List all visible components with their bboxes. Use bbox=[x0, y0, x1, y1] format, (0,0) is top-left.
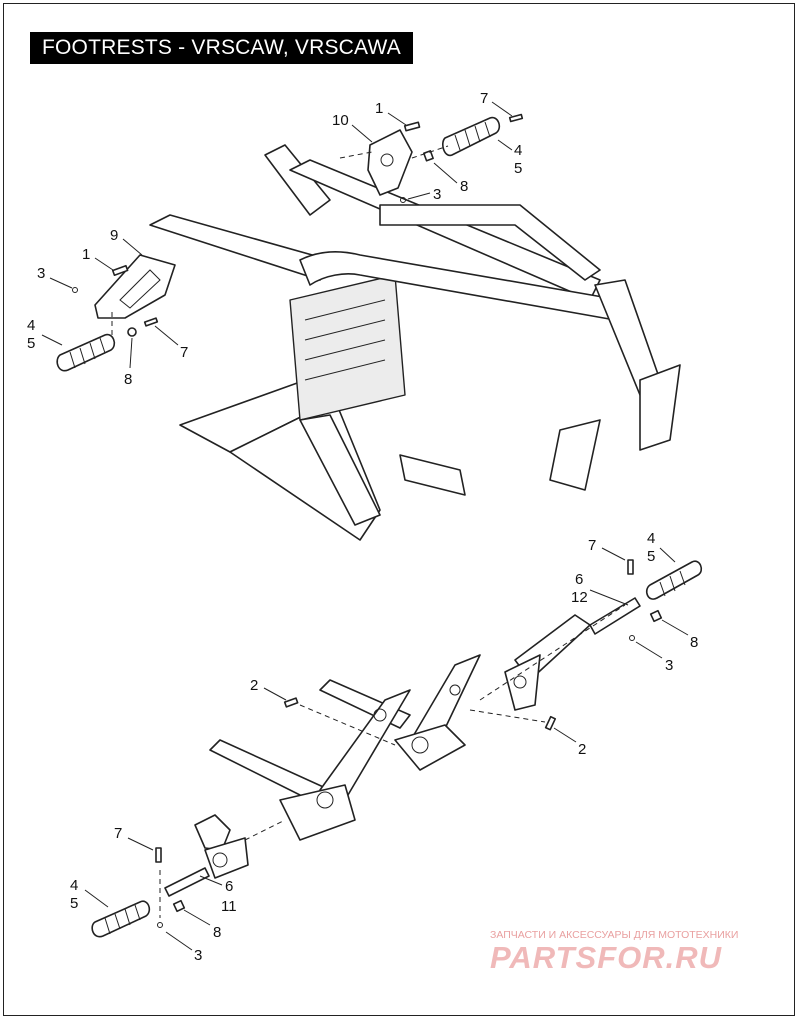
bracket-10 bbox=[367, 129, 413, 196]
leader-lines bbox=[41, 101, 689, 951]
clip-3 bbox=[629, 635, 635, 641]
clip-3 bbox=[72, 287, 78, 293]
bracket-9 bbox=[94, 254, 176, 319]
pin-7 bbox=[508, 113, 524, 123]
rear-left-footrest-group bbox=[56, 254, 176, 372]
screw-2 bbox=[544, 715, 557, 731]
callout-4: 4 bbox=[514, 142, 522, 159]
screw-1 bbox=[403, 121, 421, 132]
callout-8: 8 bbox=[460, 178, 468, 195]
shaft-6 bbox=[589, 597, 641, 635]
callout-5: 5 bbox=[27, 335, 35, 352]
pin-7 bbox=[143, 317, 159, 327]
callout-4: 4 bbox=[27, 317, 35, 334]
callout-6: 6 bbox=[225, 878, 233, 895]
callout-7: 7 bbox=[480, 90, 488, 107]
callout-10: 10 bbox=[332, 112, 349, 129]
shift-lever bbox=[194, 814, 231, 851]
footpeg-4 bbox=[442, 116, 501, 157]
callout-3: 3 bbox=[37, 265, 45, 282]
footpeg-4 bbox=[91, 900, 151, 938]
callout-5: 5 bbox=[70, 895, 78, 912]
washer-8 bbox=[423, 150, 434, 162]
callout-3: 3 bbox=[665, 657, 673, 674]
callout-8: 8 bbox=[124, 371, 132, 388]
callout-3: 3 bbox=[433, 186, 441, 203]
clip-3 bbox=[157, 922, 163, 928]
washer-8 bbox=[172, 899, 186, 913]
callout-1: 1 bbox=[82, 246, 90, 263]
callout-3: 3 bbox=[194, 947, 202, 964]
watermark-caption: ЗАПЧАСТИ И АКСЕССУАРЫ ДЛЯ МОТОТЕХНИКИ bbox=[490, 929, 739, 941]
callout-5: 5 bbox=[647, 548, 655, 565]
callout-6: 6 bbox=[575, 571, 583, 588]
frame-assembly bbox=[149, 144, 681, 541]
rear-right-footrest-group bbox=[339, 113, 524, 203]
callout-7: 7 bbox=[588, 537, 596, 554]
callout-7: 7 bbox=[180, 344, 188, 361]
diagram-border bbox=[3, 3, 795, 1016]
screw-1 bbox=[111, 264, 129, 277]
pin-7 bbox=[155, 847, 162, 863]
callout-11: 11 bbox=[221, 898, 237, 915]
callout-labels: 10 1 7 4 5 3 8 9 1 3 4 5 7 8 7 4 5 6 12 … bbox=[27, 90, 698, 964]
clip-3 bbox=[400, 197, 406, 203]
callout-7: 7 bbox=[114, 825, 122, 842]
footpeg-4 bbox=[645, 560, 703, 600]
mid-control-assembly bbox=[91, 559, 703, 938]
callout-4: 4 bbox=[647, 530, 655, 547]
callout-8: 8 bbox=[690, 634, 698, 651]
callout-2: 2 bbox=[578, 741, 586, 758]
screw-2 bbox=[283, 697, 299, 708]
callout-12: 12 bbox=[571, 589, 588, 606]
footpeg-4 bbox=[56, 333, 116, 372]
callout-8: 8 bbox=[213, 924, 221, 941]
callout-5: 5 bbox=[514, 160, 522, 177]
washer-8 bbox=[127, 327, 137, 337]
callout-9: 9 bbox=[110, 227, 118, 244]
diagram-title: FOOTRESTS - VRSCAW, VRSCAWA bbox=[30, 32, 413, 64]
callout-2: 2 bbox=[250, 677, 258, 694]
pin-7 bbox=[627, 559, 634, 575]
callout-1: 1 bbox=[375, 100, 383, 117]
callout-4: 4 bbox=[70, 877, 78, 894]
shaft-6 bbox=[164, 867, 210, 897]
washer-8 bbox=[649, 609, 663, 623]
watermark-logo: PARTSFOR.RU bbox=[490, 940, 723, 975]
